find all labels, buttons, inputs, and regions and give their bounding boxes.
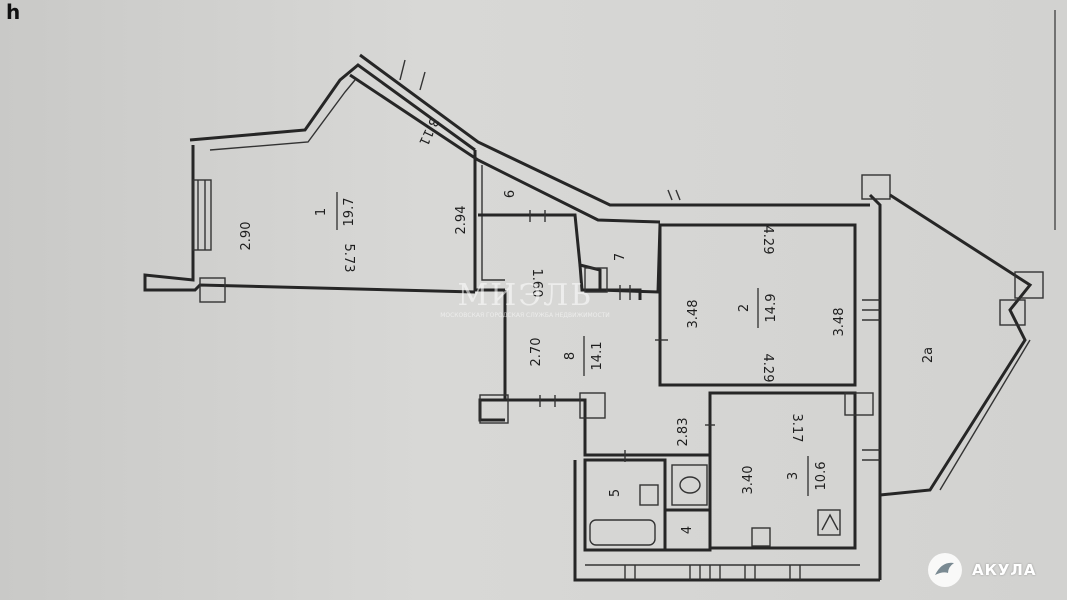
dim-4-29-top: 4.29 [760,226,775,255]
dim-5-73: 5.73 [341,244,356,273]
room-2a-number: 2a [921,347,936,363]
dim-2-70: 2.70 [529,338,544,367]
sink-icon [639,484,659,506]
wall-top-left [189,63,476,152]
dim-1-60: 1.60 [529,269,544,298]
dim-2-90: 2.90 [239,222,254,251]
column-top-right [861,174,891,200]
dim-3-48-left: 3.48 [686,300,701,329]
stove-icon [817,509,841,536]
toilet-icon [671,464,708,506]
room-6-number: 6 [503,190,518,198]
watermark-subtitle: МОСКОВСКАЯ ГОРОДСКАЯ СЛУЖБА НЕДВИЖИМОСТИ [440,312,610,319]
wall-room-6-inner [481,165,505,281]
column-left [199,277,226,303]
wall-room-2 [658,223,857,387]
shark-logo-icon [928,553,962,587]
room-5-number: 5 [608,489,623,497]
room-2-area: 14.9 [764,294,779,323]
window-marks-bottom [624,565,801,580]
room-1-area: 19.7 [342,198,357,227]
dim-3-17: 3.17 [789,414,804,443]
column-right [844,392,874,416]
wall-balcony [879,193,1033,497]
wall-right-outer [868,193,882,580]
wall-bottom [573,460,880,582]
wall-room-6 [473,150,505,292]
room-3-area: 10.6 [814,462,829,491]
wall-corridor-8 [478,213,662,294]
bathtub-icon [589,519,656,546]
window-left [192,179,212,251]
wall-wc-4 [663,508,712,552]
dim-3-40: 3.40 [741,466,756,495]
wall-top-diagonal-inner [349,73,661,224]
room-4-number: 4 [680,526,695,534]
room-7-number: 7 [613,253,628,261]
wall-room-1-outer [143,145,476,294]
corner-letter: h [6,0,21,24]
room-2-number: 2 [737,304,752,312]
wall-top-diagonal [359,53,870,207]
wall-room-7 [578,264,642,300]
room-1-number: 1 [314,208,329,216]
dim-2-94: 2.94 [454,206,469,235]
dim-3-48-right: 3.48 [832,308,847,337]
brand-name: АКУЛА [972,561,1037,579]
wall-top-left-inner [209,79,356,151]
wall-room-3 [708,391,857,550]
room-8-area: 14.1 [590,342,605,371]
room-8-number: 8 [563,352,578,360]
watermark-logo: МИЭЛЬ [457,278,593,313]
room-3-number: 3 [786,472,801,480]
dim-2-83: 2.83 [676,418,691,447]
wall-hall [505,398,710,457]
brand-badge: АКУЛА [928,550,1037,590]
door-marks [399,59,715,462]
dim-4-29-bottom: 4.29 [760,354,775,383]
